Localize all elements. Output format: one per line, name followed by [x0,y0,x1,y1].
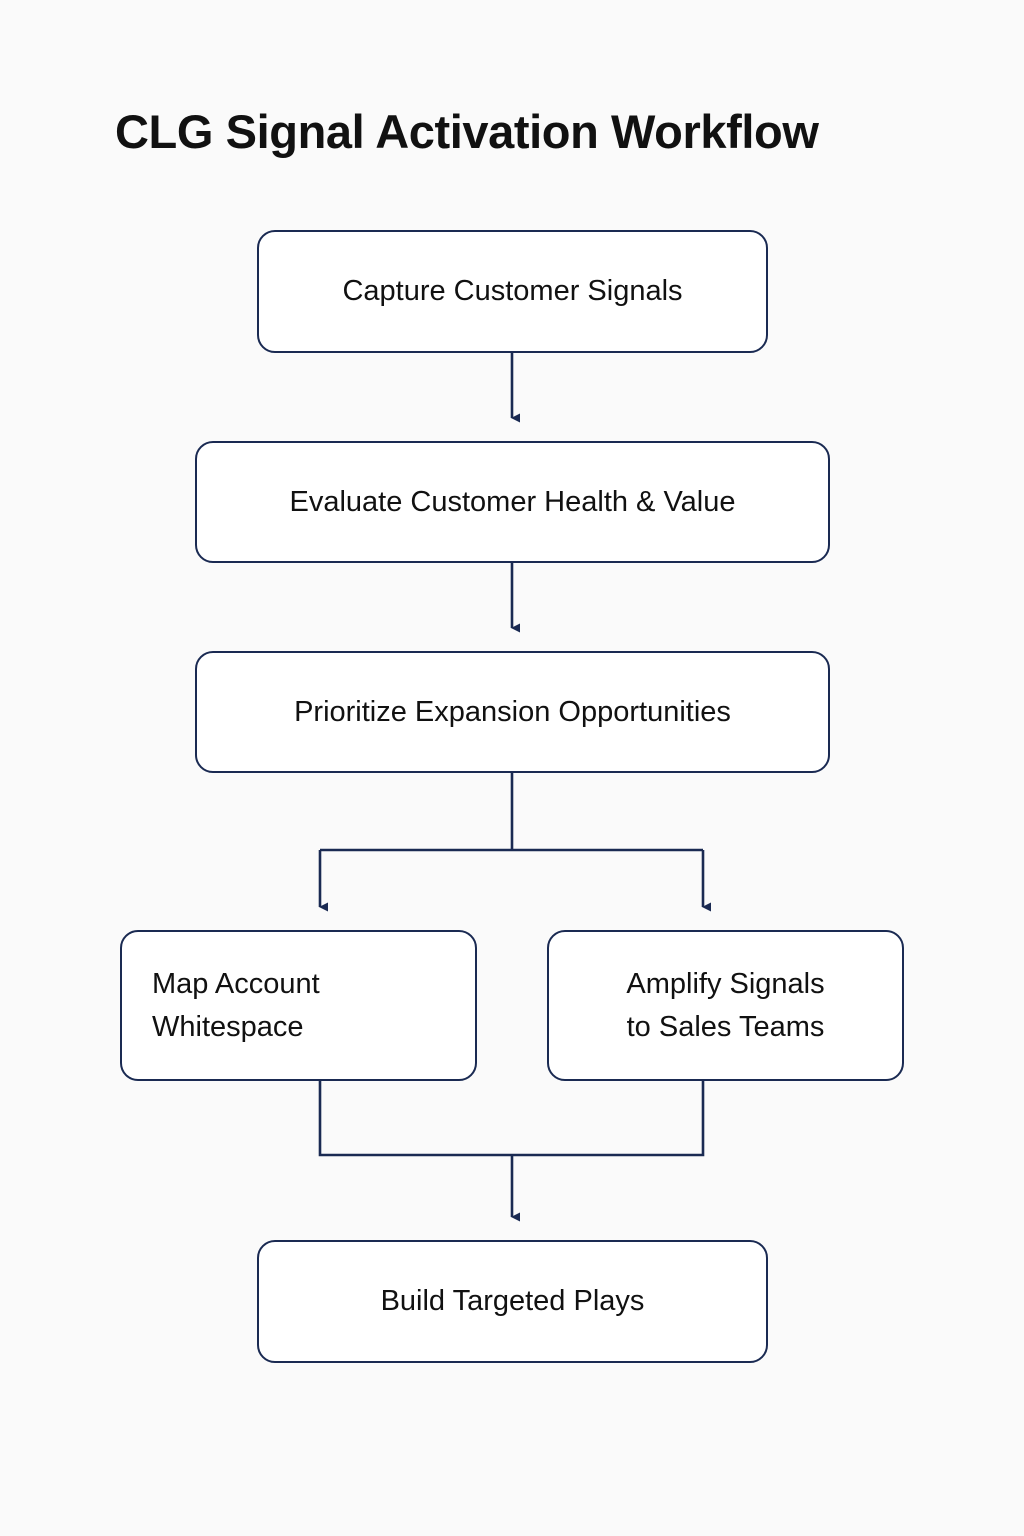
edge-prioritize-split [320,773,703,852]
node-label: Map Account Whitespace [152,968,320,1043]
node-prioritize-expansion-opportunities[interactable]: Prioritize Expansion Opportunities [195,651,830,773]
node-label: Evaluate Customer Health & Value [289,485,736,518]
node-build-targeted-plays[interactable]: Build Targeted Plays [257,1240,768,1363]
node-evaluate-customer-health-value[interactable]: Evaluate Customer Health & Value [195,441,830,563]
node-capture-customer-signals[interactable]: Capture Customer Signals [257,230,768,353]
node-amplify-signals-to-sales-teams[interactable]: Amplify Signals to Sales Teams [547,930,904,1081]
node-label: Build Targeted Plays [380,1285,645,1318]
page-title: CLG Signal Activation Workflow [115,105,819,158]
node-label: Capture Customer Signals [342,275,683,308]
node-label: Prioritize Expansion Opportunities [294,695,731,728]
edge-merge-to-build-plays [318,1081,705,1222]
node-map-account-whitespace[interactable]: Map Account Whitespace [120,930,477,1081]
node-label: Amplify Signals to Sales Teams [626,968,825,1043]
